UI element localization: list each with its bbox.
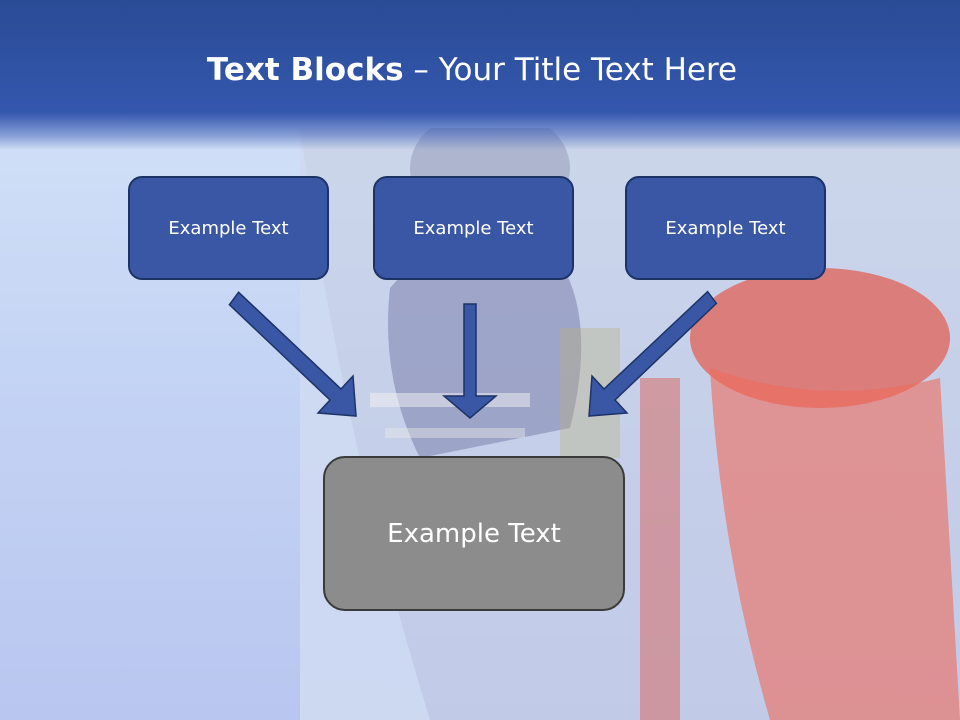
title-rest: – Your Title Text Here xyxy=(403,52,738,88)
arrow-middle xyxy=(441,303,499,419)
header-band xyxy=(0,0,960,150)
text-block-3-label: Example Text xyxy=(665,217,786,239)
text-block-1-label: Example Text xyxy=(168,217,289,239)
result-block: Example Text xyxy=(323,456,625,611)
slide-title: Text Blocks – Your Title Text Here xyxy=(0,52,944,88)
arrow-left xyxy=(228,291,357,417)
title-bold: Text Blocks xyxy=(206,52,404,88)
text-block-2-label: Example Text xyxy=(413,217,534,239)
text-block-2: Example Text xyxy=(373,176,574,280)
text-block-1: Example Text xyxy=(128,176,329,280)
result-block-label: Example Text xyxy=(387,518,561,549)
arrow-right xyxy=(588,290,718,417)
text-block-3: Example Text xyxy=(625,176,826,280)
